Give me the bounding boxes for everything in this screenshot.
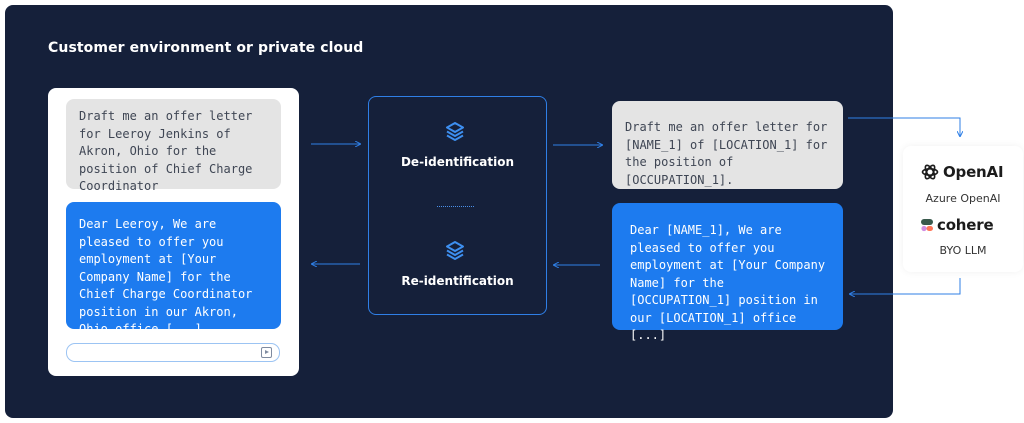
environment-title: Customer environment or private cloud [48, 40, 364, 56]
byo-llm-label: BYO LLM [939, 244, 987, 257]
arrow-llm-to-redacted-reply [850, 278, 961, 294]
openai-logo: OpenAI [920, 162, 1004, 182]
azure-openai-label: Azure OpenAI [925, 192, 1001, 205]
cohere-label: cohere [937, 216, 994, 234]
process-divider [437, 206, 474, 207]
cohere-logo: cohere [920, 216, 994, 234]
chat-input-field[interactable] [66, 343, 280, 362]
redacted-prompt-bubble: Draft me an offer letter for [NAME_1] of… [612, 101, 843, 189]
deidentification-label: De-identification [400, 155, 515, 169]
send-icon[interactable] [261, 347, 272, 358]
layers-icon [446, 241, 464, 260]
openai-icon [921, 164, 939, 180]
redacted-reply-bubble: Dear [NAME_1], We are pleased to offer y… [612, 203, 843, 342]
openai-label: OpenAI [943, 163, 1004, 181]
arrow-redacted-prompt-to-llm [848, 117, 960, 136]
reidentification-label: Re-identification [401, 274, 514, 288]
layers-icon [446, 122, 464, 141]
user-prompt-bubble: Draft me an offer letter for Leeroy Jenk… [66, 99, 281, 193]
assistant-reply-bubble: Dear Leeroy, We are pleased to offer you… [66, 202, 281, 336]
cohere-icon [921, 219, 933, 232]
identification-process-box [368, 96, 547, 315]
llm-providers-card [903, 146, 1023, 272]
